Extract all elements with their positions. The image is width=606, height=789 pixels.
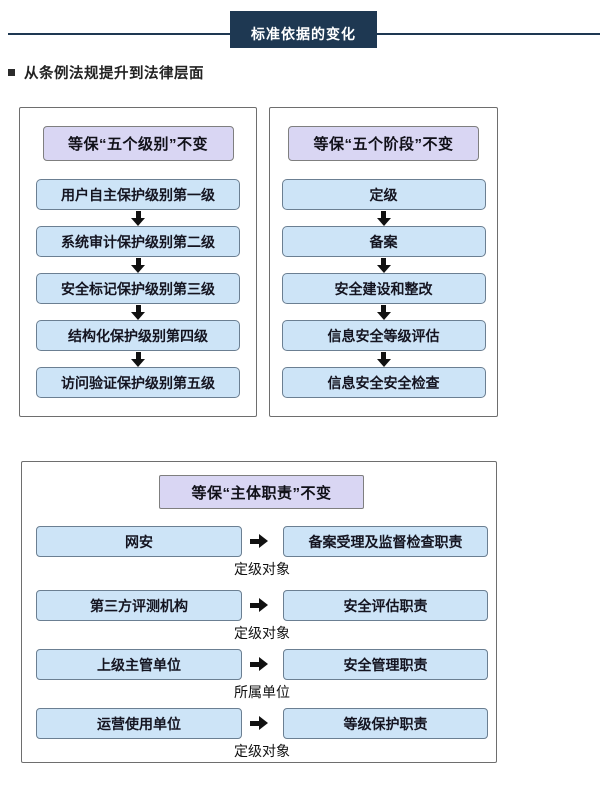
section-heading: 从条例法规提升到法律层面 [8, 62, 204, 83]
subject-box-4: 运营使用单位 [36, 708, 242, 739]
duty-box-4: 等级保护职责 [283, 708, 488, 739]
duty-3-label: 安全管理职责 [343, 656, 428, 673]
down-arrow-icon [131, 210, 145, 226]
right-arrow-icon [250, 657, 268, 671]
relation-label-4: 定级对象 [234, 743, 290, 759]
level-item-1: 用户自主保护级别第一级 [36, 179, 240, 210]
five-levels-title-box: 等保“五个级别”不变 [42, 126, 234, 161]
level-item-4: 结构化保护级别第四级 [36, 320, 240, 351]
relation-label-3: 所属单位 [234, 684, 290, 700]
level-item-1-label: 用户自主保护级别第一级 [61, 186, 215, 203]
five-stages-title: 等保“五个阶段”不变 [313, 136, 454, 153]
level-item-2-label: 系统审计保护级别第二级 [61, 233, 215, 250]
level-item-5: 访问验证保护级别第五级 [36, 367, 240, 398]
right-arrow-icon [250, 716, 268, 730]
duty-2-label: 安全评估职责 [343, 597, 428, 614]
stage-item-5: 信息安全安全检查 [281, 367, 486, 398]
stage-item-4-label: 信息安全等级评估 [327, 327, 440, 344]
section-heading-text: 从条例法规提升到法律层面 [24, 66, 204, 82]
stage-item-3-label: 安全建设和整改 [334, 280, 433, 297]
level-item-4-label: 结构化保护级别第四级 [68, 327, 208, 344]
stage-item-5-label: 信息安全安全检查 [327, 374, 440, 391]
right-arrow-icon [250, 598, 268, 612]
level-item-2: 系统审计保护级别第二级 [36, 226, 240, 257]
down-arrow-icon [131, 351, 145, 367]
subject-4-label: 运营使用单位 [97, 715, 181, 732]
subject-box-3: 上级主管单位 [36, 649, 242, 680]
panel-subject-duties: 等保“主体职责”不变 网安 备案受理及监督检查职责 定级对象 第三方评测机构 安… [21, 461, 497, 763]
relation-label-1: 定级对象 [234, 561, 290, 577]
down-arrow-icon [131, 257, 145, 273]
level-item-3: 安全标记保护级别第三级 [36, 273, 240, 304]
five-levels-title: 等保“五个级别”不变 [67, 136, 208, 153]
right-arrow-icon [250, 534, 268, 548]
relation-label-2: 定级对象 [234, 625, 290, 641]
panel-five-levels: 等保“五个级别”不变 用户自主保护级别第一级 系统审计保护级别第二级 安全标记保… [19, 107, 257, 417]
subject-duties-title: 等保“主体职责”不变 [191, 484, 332, 502]
duty-box-3: 安全管理职责 [283, 649, 488, 680]
down-arrow-icon [376, 257, 391, 273]
level-item-5-label: 访问验证保护级别第五级 [61, 374, 215, 391]
subject-box-2: 第三方评测机构 [36, 590, 242, 621]
down-arrow-icon [376, 351, 391, 367]
stage-item-1-label: 定级 [369, 186, 398, 203]
panel-five-stages: 等保“五个阶段”不变 定级 备案 安全建设和整改 信息安全等级评估 信息安全安全… [269, 107, 498, 417]
down-arrow-icon [131, 304, 145, 320]
duty-4-label: 等级保护职责 [343, 715, 428, 732]
stage-item-1: 定级 [281, 179, 486, 210]
duty-box-1: 备案受理及监督检查职责 [283, 526, 488, 557]
stage-item-3: 安全建设和整改 [281, 273, 486, 304]
subject-3-label: 上级主管单位 [97, 656, 181, 673]
page-title: 标准依据的变化 [251, 25, 356, 42]
stage-item-2: 备案 [281, 226, 486, 257]
subject-duties-title-box: 等保“主体职责”不变 [159, 475, 364, 509]
duty-box-2: 安全评估职责 [283, 590, 488, 621]
five-stages-title-box: 等保“五个阶段”不变 [288, 126, 479, 161]
subject-box-1: 网安 [36, 526, 242, 557]
level-item-3-label: 安全标记保护级别第三级 [61, 280, 215, 297]
subject-1-label: 网安 [125, 533, 153, 550]
stage-item-2-label: 备案 [369, 233, 398, 250]
stage-item-4: 信息安全等级评估 [281, 320, 486, 351]
page-title-banner: 标准依据的变化 [230, 11, 377, 48]
duty-1-label: 备案受理及监督检查职责 [308, 533, 463, 550]
subject-2-label: 第三方评测机构 [90, 597, 188, 614]
bullet-square-icon [8, 69, 15, 76]
down-arrow-icon [376, 210, 391, 226]
down-arrow-icon [376, 304, 391, 320]
